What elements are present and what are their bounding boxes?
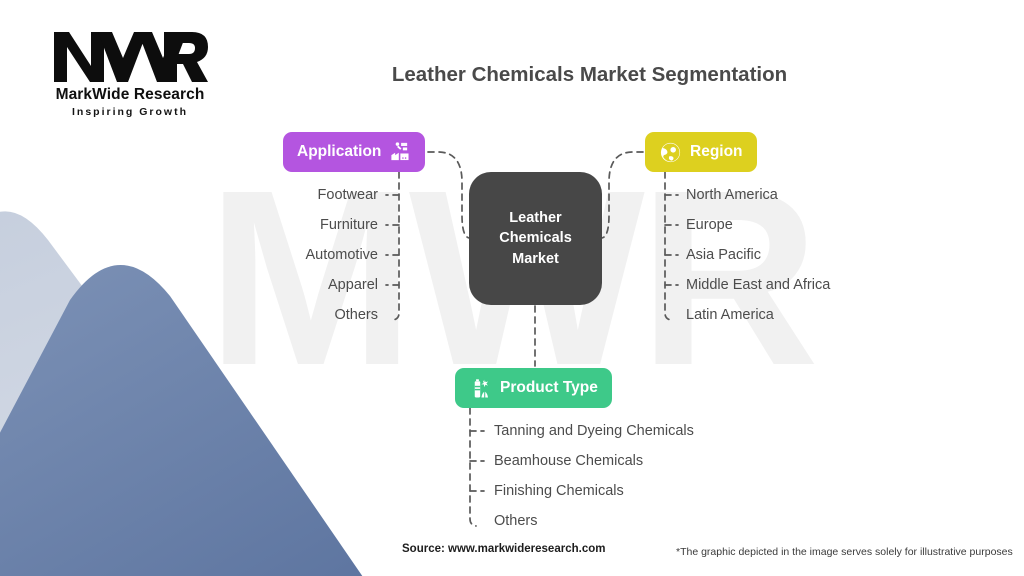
- disclaimer-label: *The graphic depicted in the image serve…: [676, 546, 1013, 558]
- page-title: Leather Chemicals Market Segmentation: [391, 63, 788, 86]
- brand-name: MarkWide Research: [55, 86, 205, 103]
- leaf-region-2[interactable]: Europe: [686, 217, 733, 233]
- center-node[interactable]: Leather Chemicals Market: [469, 172, 602, 305]
- brand-tagline: Inspiring Growth: [72, 106, 188, 118]
- leaf-product-2[interactable]: Beamhouse Chemicals: [494, 453, 644, 469]
- center-node-line2: Chemicals: [499, 230, 572, 247]
- leaf-region-1[interactable]: North America: [686, 187, 778, 203]
- leaf-region-5[interactable]: Latin America: [686, 307, 774, 323]
- globe-icon: [659, 141, 682, 164]
- leaf-region-4[interactable]: Middle East and Africa: [686, 277, 831, 293]
- branch-label-region: Region: [690, 143, 743, 160]
- branch-label-application: Application: [297, 143, 382, 160]
- leaf-application-4[interactable]: Apparel: [328, 277, 378, 293]
- branch-badge-region[interactable]: Region: [645, 132, 757, 172]
- logo-mark-icon: [54, 32, 208, 82]
- ticks-application: [385, 194, 400, 286]
- spine-region: [664, 171, 672, 321]
- spine-application: [392, 171, 400, 321]
- leaf-product-1[interactable]: Tanning and Dyeing Chemicals: [494, 423, 694, 439]
- source-label: Source: www.markwideresearch.com: [402, 543, 606, 555]
- leaf-application-1[interactable]: Footwear: [317, 187, 378, 203]
- chemical-spray-icon: [469, 377, 492, 400]
- connector-region-center: [600, 151, 644, 239]
- branch-badge-application[interactable]: Application: [283, 132, 426, 172]
- leaf-product-4[interactable]: Others: [494, 513, 538, 529]
- branch-label-product-type: Product Type: [500, 379, 598, 396]
- spine-product: [469, 407, 477, 527]
- leaf-application-5[interactable]: Others: [334, 307, 378, 323]
- center-node-line3: Market: [512, 250, 559, 267]
- ticks-region: [664, 194, 679, 286]
- ticks-product: [469, 430, 485, 492]
- factory-robot-icon: [389, 141, 411, 163]
- leaf-application-3[interactable]: Automotive: [305, 247, 378, 263]
- leaf-region-3[interactable]: Asia Pacific: [686, 247, 761, 263]
- leaf-product-3[interactable]: Finishing Chemicals: [494, 483, 624, 499]
- brand-logo: MarkWide Research Inspiring Growth: [30, 26, 230, 118]
- connector-application-center: [427, 151, 471, 239]
- leaf-application-2[interactable]: Furniture: [319, 217, 378, 233]
- center-node-line1: Leather: [509, 209, 562, 226]
- branch-badge-product-type[interactable]: Product Type: [455, 368, 612, 408]
